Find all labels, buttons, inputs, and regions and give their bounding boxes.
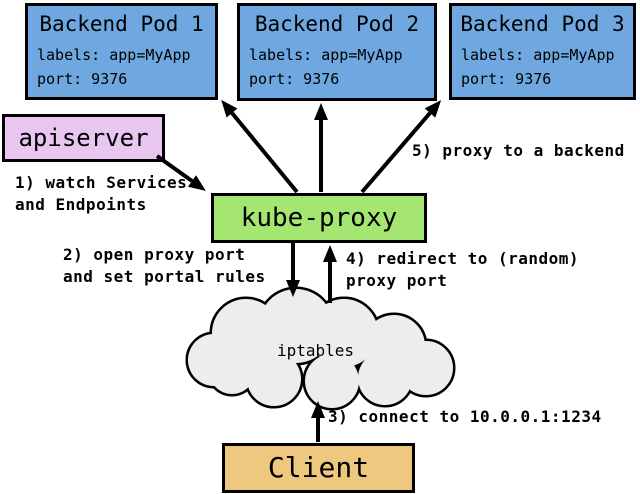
cloud-fill	[188, 289, 453, 408]
backend-pod-2-title: Backend Pod 2	[254, 12, 420, 36]
annotation-step-1: 1) watch Services and Endpoints	[15, 173, 188, 214]
backend-pod-2-node: Backend Pod 2 labels: app=MyApp port: 93…	[237, 3, 437, 101]
backend-pod-2-labels: labels: app=MyApp	[249, 46, 403, 64]
backend-pod-3-title: Backend Pod 3	[460, 12, 625, 36]
backend-pod-3-port: port: 9376	[461, 70, 552, 88]
backend-pod-1-node: Backend Pod 1 labels: app=MyApp port: 93…	[25, 3, 218, 100]
annotation-step-3: 3) connect to 10.0.0.1:1234	[328, 407, 602, 426]
annotation-step-5: 5) proxy to a backend	[412, 141, 625, 160]
backend-pod-1-labels: labels: app=MyApp	[37, 46, 191, 64]
annotation-step-4: 4) redirect to (random) proxy port	[346, 249, 580, 290]
backend-pod-3-labels: labels: app=MyApp	[461, 46, 615, 64]
apiserver-node: apiserver	[2, 114, 165, 162]
backend-pod-1-port: port: 9376	[37, 70, 128, 88]
kube-proxy-node: kube-proxy	[211, 193, 427, 243]
backend-pod-1-title: Backend Pod 1	[39, 12, 204, 36]
annotation-step-2: 2) open proxy port and set portal rules	[63, 245, 266, 286]
client-node: Client	[222, 443, 415, 493]
backend-pod-2-port: port: 9376	[249, 70, 340, 88]
backend-pod-3-node: Backend Pod 3 labels: app=MyApp port: 93…	[449, 3, 636, 100]
iptables-label: iptables	[277, 341, 355, 360]
